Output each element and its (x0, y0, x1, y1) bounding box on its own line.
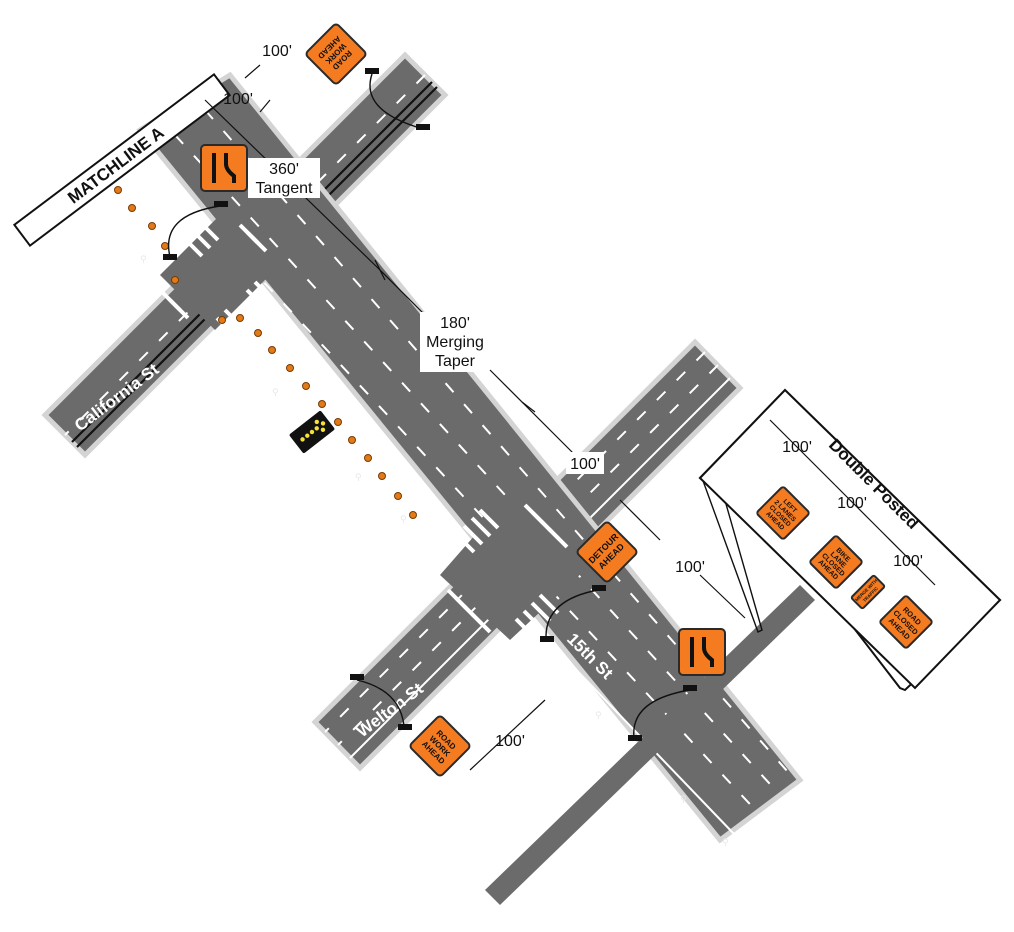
arrow-board (289, 411, 335, 453)
intersection-california (160, 210, 280, 330)
dim-tangent-value: 360' (269, 161, 299, 178)
dp-dim-2: 100' (837, 495, 867, 512)
dim-tangent-label: Tangent (256, 180, 313, 197)
dp-dim-1: 100' (782, 439, 812, 456)
dim-bottom-100: 100' (495, 733, 525, 750)
dp-dim-3: 100' (893, 553, 923, 570)
bike-lane-symbols: ⚲ ⚲ ⚲ ⚲ ⚲ ⚲ ⚲ (140, 255, 729, 848)
sign-posts (163, 68, 697, 741)
sign-road-work-ahead-top: ROAD WORK AHEAD (305, 23, 367, 85)
dim-taper-label-1: Merging (426, 334, 484, 351)
lane-merge-icon-2 (690, 637, 714, 667)
side-road-bottom (485, 585, 815, 905)
matchline-label: MATCHLINE A (64, 123, 167, 208)
lane-reduction-sign-top (200, 144, 248, 192)
lane-reduction-sign-lower (678, 628, 726, 676)
dim-taper-value: 180' (440, 315, 470, 332)
sign-detour-ahead: DETOUR AHEAD (576, 521, 638, 583)
sign-left-2-lanes-closed: LEFT 2 LANES CLOSED AHEAD (756, 486, 810, 540)
svg-text:⚲: ⚲ (400, 515, 407, 525)
dim-taper-label-2: Taper (435, 353, 476, 370)
crosswalks-california (160, 220, 275, 338)
svg-text:⚲: ⚲ (140, 255, 147, 265)
sign-road-work-ahead-bottom: ROAD WORK AHEAD (409, 715, 471, 777)
dim-right-100: 100' (675, 559, 705, 576)
lane-merge-icon (212, 153, 236, 183)
dim-top-100-b: 100' (223, 91, 253, 108)
svg-text:⚲: ⚲ (595, 711, 602, 721)
channelizing-cones (114, 186, 417, 519)
taper-label-bg (420, 312, 488, 372)
sign-road-closed-ahead: ROAD CLOSED AHEAD (879, 595, 933, 649)
sign-bike-lane-closed: BIKE LANE CLOSED AHEAD (809, 535, 863, 589)
svg-text:⚲: ⚲ (680, 795, 687, 805)
svg-text:⚲: ⚲ (722, 838, 729, 848)
svg-text:⚲: ⚲ (355, 473, 362, 483)
dim-mid-100: 100' (570, 456, 600, 473)
crosswalks-welton (446, 503, 569, 639)
mid-100-bg (566, 452, 604, 474)
double-posted-callout: Double Posted 100' 100' 100' LEFT 2 LANE… (698, 388, 1002, 692)
svg-text:⚲: ⚲ (272, 388, 279, 398)
dim-top-100-a: 100' (262, 43, 292, 60)
tangent-label-bg (248, 158, 320, 198)
